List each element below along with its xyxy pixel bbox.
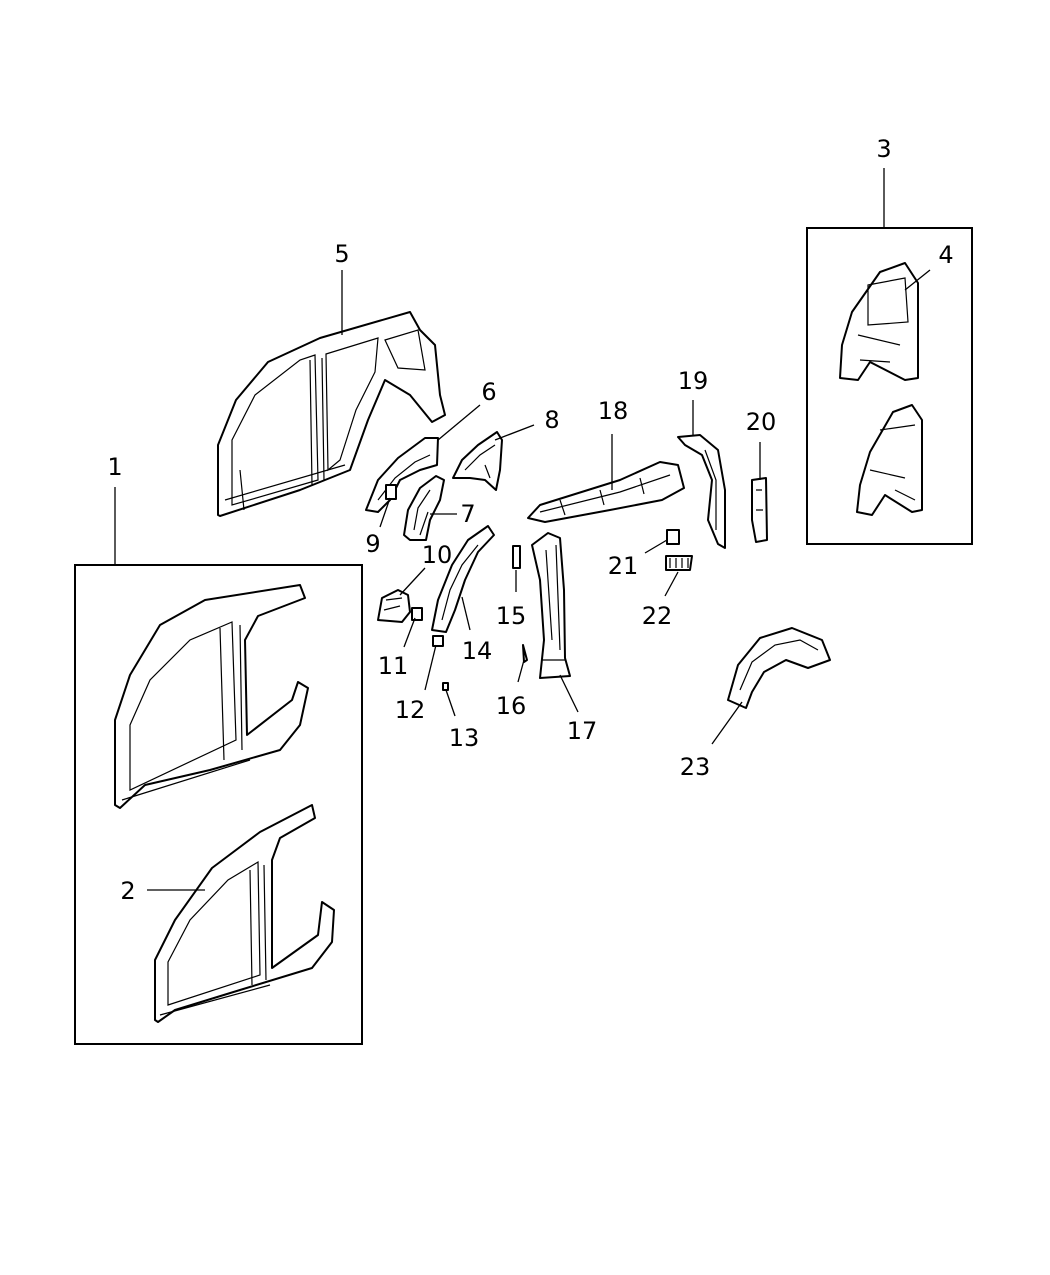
part-23-wheelhouse-liner[interactable]: [727, 627, 831, 709]
part-4-quarter-panel-outer[interactable]: [839, 262, 919, 381]
part-2-aperture-inner[interactable]: [154, 804, 335, 1023]
callout-6: 6: [481, 378, 496, 406]
callout-13: 13: [449, 724, 480, 752]
callout-9: 9: [365, 530, 380, 558]
callout-7: 7: [460, 500, 475, 528]
callout-4: 4: [938, 241, 953, 269]
part-3-quarter-panel-inner[interactable]: [856, 404, 923, 516]
callout-11: 11: [378, 652, 409, 680]
callout-labels: 1 2 3 4 5 6 7 8 9 10 11 12 13 14 15 16 1…: [107, 135, 953, 905]
part-1-aperture-assembly[interactable]: [114, 584, 309, 809]
callout-14: 14: [462, 637, 493, 665]
callout-2: 2: [120, 877, 135, 905]
callout-16: 16: [496, 692, 527, 720]
part-19-d-pillar[interactable]: [677, 434, 726, 549]
group-box-3: [806, 227, 973, 545]
group-box-1: [74, 564, 363, 1045]
part-9-clip[interactable]: [385, 484, 397, 500]
callout-22: 22: [642, 602, 673, 630]
part-7-reinforcement[interactable]: [403, 475, 445, 541]
part-20-bracket[interactable]: [751, 477, 768, 543]
part-14-pillar-reinforcement[interactable]: [431, 525, 495, 633]
part-18-roof-side-rail[interactable]: [527, 461, 685, 523]
callout-5: 5: [334, 240, 349, 268]
part-12-bracket[interactable]: [432, 635, 444, 647]
leader-lines: [114, 168, 931, 891]
part-15-filler[interactable]: [512, 545, 521, 569]
callout-19: 19: [678, 367, 709, 395]
callout-23: 23: [680, 753, 711, 781]
callout-1: 1: [107, 453, 122, 481]
callout-3: 3: [876, 135, 891, 163]
callout-20: 20: [746, 408, 777, 436]
part-10-hinge-reinforcement[interactable]: [377, 589, 411, 623]
part-16-stud[interactable]: [522, 644, 528, 663]
part-17-b-pillar[interactable]: [531, 532, 571, 679]
callout-12: 12: [395, 696, 426, 724]
callout-17: 17: [567, 717, 598, 745]
part-8-bracket[interactable]: [452, 431, 503, 491]
part-21-clip[interactable]: [666, 529, 680, 545]
callout-10: 10: [422, 541, 453, 569]
callout-15: 15: [496, 602, 527, 630]
part-13-fastener[interactable]: [442, 682, 449, 691]
callout-21: 21: [608, 552, 639, 580]
part-22-vent[interactable]: [665, 555, 693, 571]
part-11-clip[interactable]: [411, 607, 423, 621]
part-5-body-side-aperture[interactable]: [217, 311, 446, 517]
callout-18: 18: [598, 397, 629, 425]
callout-8: 8: [544, 406, 559, 434]
